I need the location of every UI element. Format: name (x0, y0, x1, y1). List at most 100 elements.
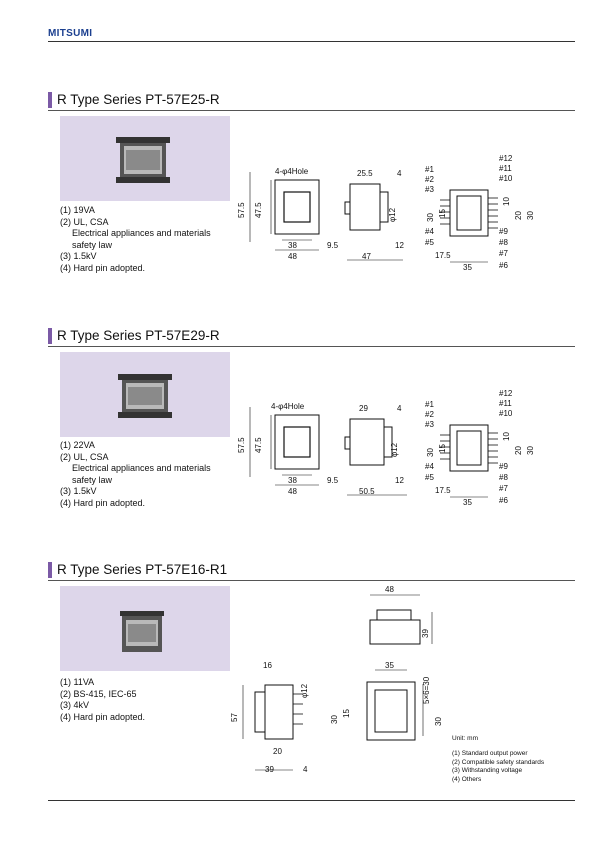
dim-diameter: φ12 (390, 442, 399, 457)
dimension-drawing: 4-φ4Hole 57.5 47.5 38 48 29 4 9.5 50.5 1… (237, 389, 535, 507)
dim-side-diameter: φ12 (300, 683, 309, 698)
dim-depth: 29 (359, 404, 368, 413)
dim-pin-span: 30 (426, 448, 435, 457)
spec-other: (4) Hard pin adopted. (60, 262, 146, 273)
pin-label: #4 (425, 227, 434, 236)
dim-front-width: 35 (385, 661, 394, 670)
dim-diameter: φ12 (388, 207, 397, 222)
dim-pin-offset: 17.5 (435, 251, 451, 260)
header-rule (48, 41, 575, 42)
dim-gap: 9.5 (327, 241, 339, 250)
dim-side-b2: 39 (265, 765, 274, 774)
pin-label: #2 (425, 410, 434, 419)
brand-logo: MITSUMI (48, 28, 93, 39)
spec-output: (1) 19VA (60, 205, 95, 215)
dim-front-h1: 30 (330, 715, 339, 724)
dim-pin-a: 10 (502, 197, 511, 206)
spec-standards-extra: safety law (72, 239, 113, 250)
legend: (1) Standard output power (2) Compatible… (452, 750, 544, 784)
dim-pin-width: 35 (463, 263, 472, 272)
product-photo (60, 586, 230, 671)
spec-standards: (2) UL, CSA (60, 451, 109, 462)
dim-top-height: 39 (421, 629, 430, 638)
pin-label: #5 (425, 238, 434, 247)
spec-list: (1) 22VA (2) UL, CSA Electrical applianc… (60, 440, 211, 510)
hole-label: 4-φ4Hole (271, 402, 305, 411)
dimension-drawing: 4-φ4Hole 57.5 47.5 38 48 25.5 4 9.5 47 1… (237, 154, 535, 272)
spec-voltage: (3) 1.5kV (60, 486, 97, 497)
dim-pin-pitch: 15 (438, 444, 447, 453)
dim-offset: 4 (397, 404, 402, 413)
pin-label: #10 (499, 174, 513, 183)
pin-label: #4 (425, 462, 434, 471)
dim-side-b3: 4 (303, 765, 308, 774)
spec-voltage: (3) 1.5kV (60, 251, 97, 262)
pin-label: #5 (425, 473, 434, 482)
section-title-pt57e29r: R Type Series PT-57E29-R (48, 328, 220, 344)
legend-item: (2) Compatible safety standards (452, 758, 545, 766)
spec-voltage: (3) 4kV (60, 700, 90, 711)
dim-length: 47 (362, 252, 371, 261)
hole-label: 4-φ4Hole (275, 167, 309, 176)
pin-label: #12 (499, 154, 513, 163)
pin-label: #6 (499, 496, 508, 505)
spec-list: (1) 19VA (2) UL, CSA Electrical applianc… (60, 205, 211, 275)
spec-other: (4) Hard pin adopted. (60, 497, 146, 508)
dim-pin-c: 30 (526, 211, 535, 220)
pin-label: #2 (425, 175, 434, 184)
dim-width: 48 (288, 252, 297, 261)
dim-offset: 4 (397, 169, 402, 178)
dim-height: 57.5 (237, 437, 246, 453)
pin-label: #10 (499, 409, 513, 418)
dim-gap: 9.5 (327, 476, 339, 485)
dim-width-inner: 38 (288, 241, 297, 250)
spec-output: (1) 11VA (60, 677, 95, 687)
dim-top-width: 48 (385, 585, 394, 594)
section-title-pt57e25r: R Type Series PT-57E25-R (48, 92, 220, 108)
dim-pin-b: 20 (514, 446, 523, 455)
pin-label: #12 (499, 389, 513, 398)
section-rule (48, 110, 575, 111)
spec-standards: (2) BS-415, IEC-65 (60, 688, 137, 699)
pin-label: #11 (499, 399, 512, 408)
dim-base: 12 (395, 241, 404, 250)
pin-label: #7 (499, 484, 508, 493)
dim-width: 48 (288, 487, 297, 496)
pin-label: #8 (499, 238, 508, 247)
dim-depth: 25.5 (357, 169, 373, 178)
dim-pin-c: 30 (526, 446, 535, 455)
pin-label: #9 (499, 227, 508, 236)
pin-label: #3 (425, 185, 434, 194)
pin-label: #9 (499, 462, 508, 471)
spec-list: (1) 11VA (2) BS-415, IEC-65 (3) 4kV (4) … (60, 677, 145, 723)
dim-base: 12 (395, 476, 404, 485)
pin-label: #8 (499, 473, 508, 482)
section-title-pt57e16r1: R Type Series PT-57E16-R1 (48, 562, 227, 578)
dim-pin-a: 10 (502, 432, 511, 441)
dim-side-width: 16 (263, 661, 272, 670)
legend-item: (4) Others (452, 775, 482, 783)
section-rule (48, 346, 575, 347)
unit-note: Unit: mm (452, 735, 478, 742)
legend-item: (3) Withstanding voltage (452, 767, 523, 775)
section-rule (48, 580, 575, 581)
dim-front-r1: 5×6=30 (422, 676, 431, 704)
dim-front-h2: 15 (342, 709, 351, 718)
product-photo (60, 116, 230, 201)
spec-other: (4) Hard pin adopted. (60, 711, 146, 722)
pin-label: #6 (499, 261, 508, 270)
spec-standards: (2) UL, CSA (60, 216, 109, 227)
dim-pin-pitch: 15 (438, 209, 447, 218)
spec-output: (1) 22VA (60, 440, 95, 450)
dim-pin-offset: 17.5 (435, 486, 451, 495)
dim-width-inner: 38 (288, 476, 297, 485)
dim-front-r2: 30 (434, 717, 443, 726)
product-photo (60, 352, 230, 437)
footer-rule (48, 800, 575, 801)
dim-pin-width: 35 (463, 498, 472, 507)
pin-label: #1 (425, 400, 434, 409)
dim-height-inner: 47.5 (254, 437, 263, 453)
dim-height: 57.5 (237, 202, 246, 218)
pin-label: #7 (499, 249, 508, 258)
pin-label: #11 (499, 164, 512, 173)
